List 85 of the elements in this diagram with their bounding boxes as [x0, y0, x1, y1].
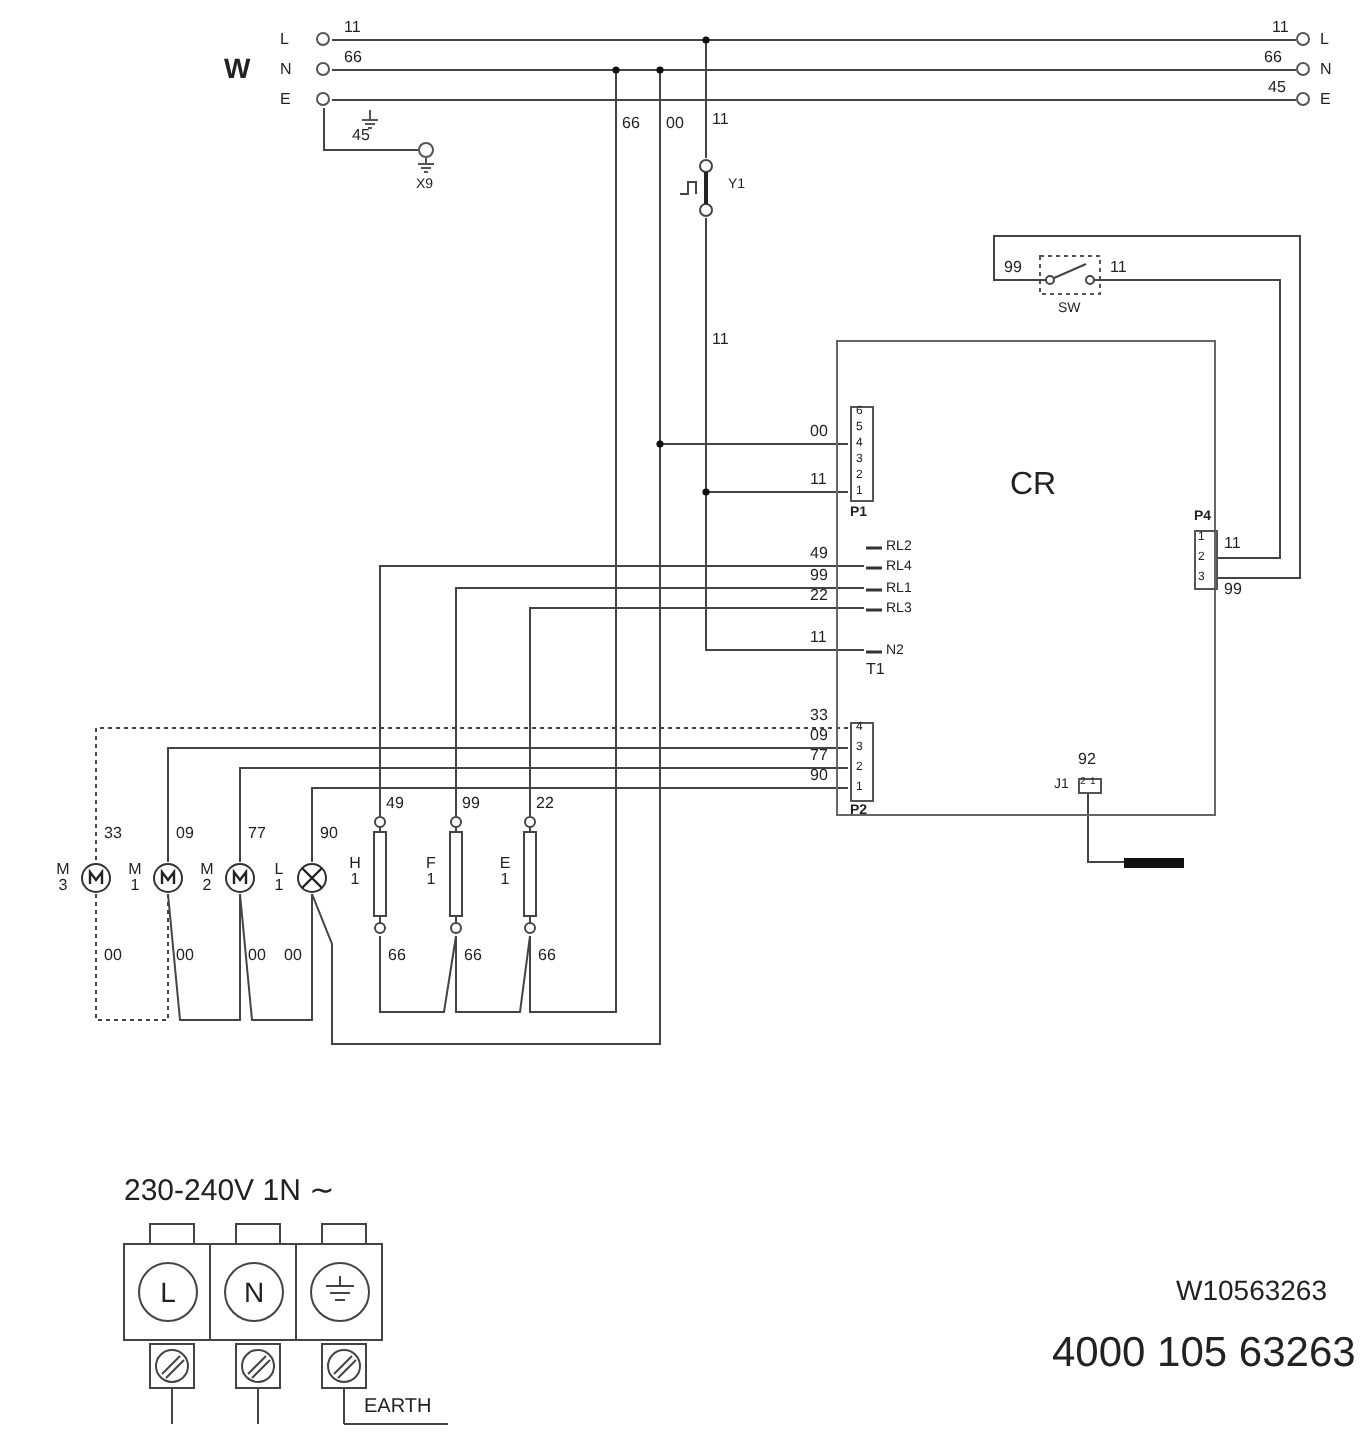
part-number: 4000 105 63263: [1052, 1332, 1356, 1374]
control-board: [836, 340, 1216, 816]
terminal-label: N: [280, 62, 292, 78]
pin-number: 92: [1078, 752, 1096, 768]
wire: [705, 217, 865, 651]
wire-number: 99: [462, 796, 480, 812]
wire-number: 66: [344, 50, 362, 66]
wire: [167, 893, 241, 1021]
wire: [455, 587, 865, 817]
wire-number: 09: [810, 728, 828, 744]
wire-number: 77: [810, 748, 828, 764]
wire-number: 77: [248, 826, 266, 842]
wire-number: 11: [1110, 260, 1127, 276]
component-label: E 1: [498, 856, 512, 888]
wire-number: 99: [1224, 582, 1242, 598]
wire: [1087, 791, 1125, 863]
wire-number: 11: [1224, 536, 1241, 552]
terminal-block-letter: W: [224, 54, 251, 82]
wire-number: 66: [538, 948, 556, 964]
wire-number: 00: [104, 948, 122, 964]
wire: [311, 69, 661, 1045]
component-label: H 1: [348, 856, 362, 888]
terminal-label: E: [280, 92, 291, 108]
wire-number: 33: [810, 708, 828, 724]
wire: [239, 893, 313, 1021]
wire-number: 11: [810, 630, 827, 646]
wire-number: 09: [176, 826, 194, 842]
component-label: F 1: [424, 856, 438, 888]
terminal-label: N: [1320, 62, 1332, 78]
wire: [529, 607, 865, 817]
supply-rating: 230-240V 1N ∼: [124, 1176, 335, 1206]
wire-number: 90: [810, 768, 828, 784]
terminal-label: L: [280, 32, 289, 48]
wire: [323, 107, 419, 151]
wire-number: 00: [284, 948, 302, 964]
component-label: M 2: [200, 862, 214, 894]
wire-number: 11: [712, 112, 729, 128]
wire-number: 11: [712, 332, 729, 348]
wire: [455, 935, 531, 1013]
wire-number: 00: [810, 424, 828, 440]
wire: [95, 893, 169, 1021]
wire: [993, 235, 1301, 579]
wire: [331, 99, 1297, 101]
wire-number: 11: [344, 20, 361, 36]
wire-number: 99: [810, 568, 828, 584]
component-label: M 1: [128, 862, 142, 894]
wire: [379, 565, 865, 817]
wire-number: 49: [810, 546, 828, 562]
wire: [379, 935, 457, 1013]
wire-number: 22: [536, 796, 554, 812]
component-label: T1: [866, 662, 885, 678]
wire-number: 45: [1268, 80, 1286, 96]
component-label: L 1: [272, 862, 286, 894]
wire-number: 33: [104, 826, 122, 842]
terminal-circle: L: [138, 1262, 198, 1322]
wire-number: 66: [464, 948, 482, 964]
board-label: CR: [1010, 470, 1057, 502]
wire: [331, 69, 617, 1013]
wire: [239, 767, 849, 863]
wire: [95, 727, 849, 863]
wire-number: 00: [248, 948, 266, 964]
wire-number: 66: [388, 948, 406, 964]
wire-number: 99: [1004, 260, 1022, 276]
terminal-label: L: [1320, 32, 1329, 48]
terminal-circle: [310, 1262, 370, 1322]
wire-number: 49: [386, 796, 404, 812]
wire-number: 22: [810, 588, 828, 604]
terminal-label: E: [1320, 92, 1331, 108]
component-label: M 3: [56, 862, 70, 894]
probe-bar: [1124, 858, 1184, 868]
wire-number: 66: [622, 116, 640, 132]
wire-number: 11: [810, 472, 827, 488]
wire: [167, 747, 849, 863]
document-number: W10563263: [1176, 1276, 1328, 1304]
wire: [1101, 279, 1281, 559]
wire-number: 66: [1264, 50, 1282, 66]
wire-number: 90: [320, 826, 338, 842]
wire: [311, 787, 849, 863]
wire-number: 45: [352, 128, 370, 144]
wire: [331, 39, 707, 159]
wire-number: 00: [176, 948, 194, 964]
wire-number: 00: [666, 116, 684, 132]
wire-number: 11: [1272, 20, 1289, 36]
earth-label: EARTH: [364, 1398, 432, 1418]
terminal-circle: N: [224, 1262, 284, 1322]
